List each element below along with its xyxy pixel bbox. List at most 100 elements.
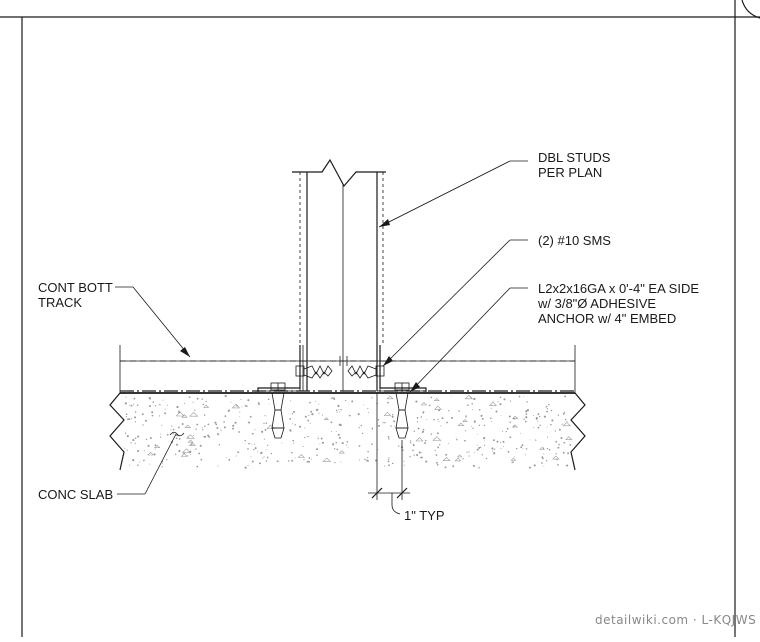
concrete-aggregate — [338, 450, 345, 454]
concrete-speckle — [480, 414, 483, 417]
concrete-speckle — [502, 430, 504, 432]
concrete-speckle — [539, 424, 541, 427]
concrete-speckle — [134, 421, 137, 423]
concrete-speckle — [485, 457, 488, 460]
concrete-aggregate — [415, 437, 424, 442]
concrete-aggregate — [433, 405, 442, 410]
concrete-speckle — [292, 423, 294, 425]
concrete-speckle — [390, 425, 392, 427]
concrete-speckle — [136, 404, 139, 407]
concrete-speckle — [428, 404, 431, 407]
concrete-speckle — [506, 427, 509, 430]
concrete-speckle — [563, 441, 566, 444]
concrete-speckle — [499, 403, 502, 406]
concrete-speckle — [546, 426, 548, 428]
bottom-track — [119, 345, 576, 393]
leader-lines — [115, 160, 528, 495]
concrete-speckle — [541, 462, 543, 464]
concrete-speckle — [491, 447, 494, 450]
concrete-aggregate — [188, 442, 196, 446]
concrete-speckle — [192, 434, 195, 436]
concrete-speckle — [265, 422, 268, 424]
concrete-speckle — [467, 404, 469, 407]
concrete-speckle — [526, 401, 528, 403]
concrete-speckle — [247, 448, 249, 450]
concrete-speckle — [435, 461, 438, 464]
concrete-speckle — [251, 460, 254, 463]
concrete-speckle — [545, 407, 546, 408]
concrete-aggregate — [180, 453, 188, 457]
concrete-speckle — [387, 436, 390, 438]
concrete-speckle — [479, 446, 482, 448]
concrete-speckle — [502, 440, 505, 443]
concrete-speckle — [358, 459, 361, 461]
concrete-speckle — [158, 415, 161, 417]
concrete-aggregate — [464, 394, 474, 400]
concrete-speckle — [538, 426, 540, 429]
concrete-speckle — [525, 416, 528, 419]
concrete-aggregate — [456, 454, 463, 458]
concrete-speckle — [473, 421, 476, 423]
concrete-speckle — [291, 451, 293, 454]
concrete-speckle — [548, 448, 551, 451]
concrete-speckle — [248, 421, 251, 424]
concrete-aggregate — [147, 451, 155, 456]
concrete-speckle — [261, 430, 264, 433]
concrete-speckle — [248, 442, 250, 445]
concrete-speckle — [545, 405, 548, 408]
concrete-speckle — [151, 414, 154, 417]
concrete-aggregate — [432, 436, 442, 441]
concrete-speckle — [550, 409, 553, 412]
concrete-speckle — [562, 451, 565, 454]
concrete-speckle — [509, 400, 512, 402]
concrete-speckle — [341, 442, 344, 445]
concrete-speckle — [304, 427, 306, 429]
concrete-speckle — [321, 441, 324, 444]
concrete-speckle — [348, 403, 350, 405]
concrete-speckle — [142, 424, 144, 426]
concrete-aggregate — [420, 402, 428, 406]
concrete-aggregate — [562, 421, 571, 427]
concrete-speckle — [251, 443, 253, 445]
concrete-speckle — [351, 400, 354, 403]
concrete-hatch — [124, 394, 573, 469]
concrete-speckle — [448, 443, 449, 445]
concrete-speckle — [388, 459, 390, 461]
concrete-speckle — [270, 452, 273, 455]
concrete-speckle — [232, 427, 234, 430]
concrete-speckle — [335, 430, 337, 432]
concrete-speckle — [451, 395, 453, 397]
concrete-speckle — [253, 448, 255, 451]
concrete-aggregate — [565, 436, 573, 440]
concrete-speckle — [474, 452, 476, 454]
concrete-speckle — [465, 416, 467, 418]
concrete-speckle — [126, 449, 128, 451]
concrete-speckle — [149, 397, 152, 400]
concrete-speckle — [258, 403, 260, 405]
concrete-speckle — [201, 398, 203, 400]
concrete-speckle — [145, 438, 148, 441]
concrete-speckle — [564, 395, 567, 398]
concrete-speckle — [160, 436, 162, 438]
concrete-speckle — [520, 446, 523, 449]
concrete-speckle — [382, 421, 384, 424]
concrete-speckle — [265, 448, 267, 450]
concrete-speckle — [550, 423, 552, 426]
concrete-aggregate — [457, 422, 465, 426]
concrete-speckle — [217, 465, 219, 467]
concrete-speckle — [551, 419, 554, 422]
concrete-speckle — [336, 411, 338, 413]
concrete-speckle — [524, 420, 527, 423]
concrete-speckle — [164, 408, 166, 410]
concrete-speckle — [518, 395, 521, 398]
concrete-speckle — [363, 404, 365, 406]
concrete-speckle — [473, 397, 476, 400]
concrete-speckle — [188, 396, 191, 399]
concrete-speckle — [361, 432, 364, 435]
concrete-speckle — [263, 438, 265, 440]
concrete-speckle — [125, 413, 128, 416]
concrete-speckle — [129, 405, 131, 407]
concrete-speckle — [159, 404, 161, 406]
concrete-speckle — [358, 426, 360, 429]
concrete-speckle — [472, 408, 474, 410]
